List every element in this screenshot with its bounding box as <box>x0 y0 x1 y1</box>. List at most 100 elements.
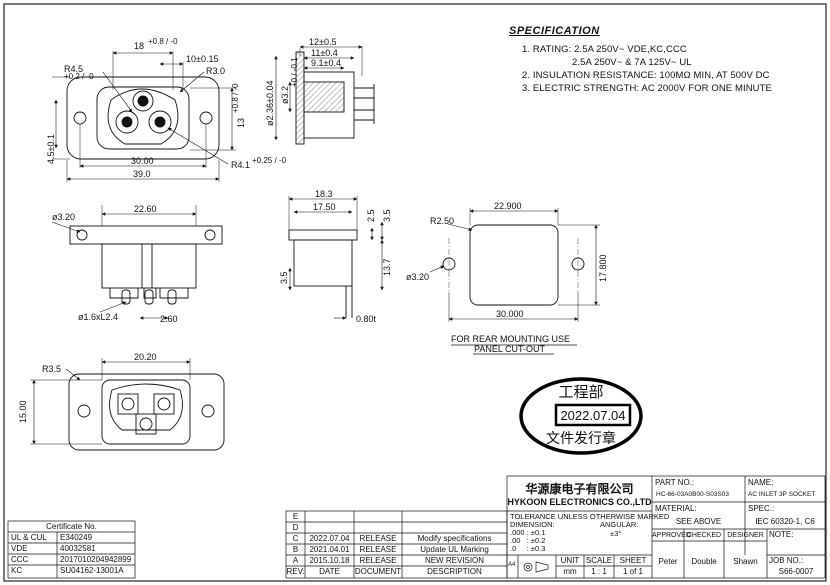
rear-face <box>109 383 183 431</box>
front-view <box>52 51 236 182</box>
spec-label: SPEC.: <box>748 504 775 513</box>
rev-date: 2022.07.04 <box>309 534 350 543</box>
cert-label: KC <box>11 566 23 575</box>
dim-front-r45: R4.5 <box>64 64 83 74</box>
angular-label: ANGULAR: <box>600 520 639 529</box>
dim-rear-r35: R3.5 <box>42 364 61 374</box>
bottom-side-dims: 18.3 17.50 2.5 3.5 13.7 3.5 0.80t <box>279 189 392 324</box>
rear-terminal-right <box>153 393 175 415</box>
pin-right <box>167 289 177 305</box>
cutout-outline <box>469 224 559 306</box>
contact-left-pin <box>121 116 133 128</box>
cert-label: UL & CUL <box>11 533 47 542</box>
rev-letter: B <box>292 545 299 554</box>
bottom-pins-base <box>109 288 189 299</box>
unit-label: UNIT <box>560 556 580 565</box>
dim-side-91: 9.1±0.4 <box>311 58 341 68</box>
title-block <box>506 475 826 579</box>
rev-date: 2015.10.18 <box>309 556 350 565</box>
pin-left <box>121 289 131 305</box>
contact-earth <box>132 90 154 112</box>
contact-earth-pin <box>137 95 149 107</box>
spec-line-4: 3. ELECTRIC STRENGTH: AC 2000V FOR ONE M… <box>522 83 772 94</box>
socket-face <box>107 88 179 145</box>
front-view-dims: 18 +0.8 / -0 10±0.15 R4.5 +0.2 / -0 R3.0… <box>46 37 287 179</box>
rear-body <box>101 379 191 445</box>
sheet-size: A4 <box>508 562 516 568</box>
panel-cutout <box>429 208 600 355</box>
dim-bside-137: 13.7 <box>382 258 392 276</box>
dim-front-r41-tol: +0.25 / -0 <box>252 156 287 165</box>
contact-right <box>148 110 172 134</box>
side-body-section <box>303 81 345 113</box>
rear-view-dims: 20.20 R3.5 15.00 <box>18 352 157 423</box>
socket-body-outline <box>96 86 190 150</box>
dim-bside-080: 0.80t <box>356 314 377 324</box>
note-label: NOTE: <box>769 530 794 539</box>
dim-cut-22900: 22.900 <box>494 201 522 211</box>
bottom-side-flange <box>288 229 358 241</box>
stamp-bottom: 文件发行章 <box>546 430 616 446</box>
rev-date: 2021.04.01 <box>309 545 350 554</box>
dim-side-32: ø3.2 <box>280 86 290 104</box>
cert-value: 2017010204942899 <box>60 555 132 564</box>
rear-hole-right <box>201 404 215 418</box>
dim-cut-320: ø3.20 <box>406 272 429 282</box>
approved-label: APPROVED <box>652 532 691 539</box>
bottom-front-dims: ø3.20 22.60 ø1.6xL2.4 2.60 <box>52 204 178 324</box>
part-no-value: HC-66-03A0B00-S03S03 <box>656 491 729 498</box>
spec-title: SPECIFICATION <box>509 25 600 37</box>
approved-value: Peter <box>658 557 678 566</box>
dim-bottom-320: ø3.20 <box>52 212 75 222</box>
rev-header-rev: REV. <box>286 567 305 576</box>
cutout-caption-2: PANEL CUT-OUT <box>474 344 546 354</box>
contact-left <box>115 110 139 134</box>
rev-letter: D <box>292 523 299 532</box>
bottom-hole-left <box>76 229 88 241</box>
job-no-label: JOB NO.: <box>769 556 804 565</box>
release-stamp: 工程部 2022.07.04 文件发行章 <box>519 377 643 455</box>
bottom-body <box>101 243 197 289</box>
rev-letter: C <box>292 534 299 543</box>
dim-cut-30000: 30.000 <box>496 309 524 319</box>
dim-rear-2020: 20.20 <box>134 352 157 362</box>
dim-front-10: 10±0.15 <box>186 54 218 64</box>
name-value: AC INLET 3P SOCKET <box>748 491 816 498</box>
rev-letter: A <box>292 556 299 565</box>
rev-document: RELEASE <box>359 556 397 565</box>
rear-hole-left <box>77 404 91 418</box>
dim-front-30: 30.00 <box>131 156 154 166</box>
front-flange-outline <box>66 76 220 160</box>
dim-side-236: ø2.36±0.04 <box>265 81 275 126</box>
cert-label: CCC <box>11 555 29 564</box>
dim-cut-17800: 17.800 <box>598 254 608 282</box>
rev-document: RELEASE <box>359 534 397 543</box>
dim-cut-r250: R2.50 <box>430 216 454 226</box>
stamp-date: 2022.07.04 <box>560 408 625 423</box>
unit-value: mm <box>563 567 577 576</box>
dim-bside-25: 2.5 <box>366 209 376 222</box>
bottom-side-body <box>293 239 353 287</box>
dim-bside-35b: 3.5 <box>279 271 289 284</box>
dim-side-12: 12±0.5 <box>309 37 336 47</box>
mount-hole-right <box>199 111 213 125</box>
dim-bside-35a: 3.5 <box>382 209 392 222</box>
spec-line-3: 2. INSULATION RESISTANCE: 100MΩ MIN, AT … <box>522 70 770 81</box>
rev-description: NEW REVISION <box>424 556 485 565</box>
rear-view <box>30 358 225 451</box>
angular-value: ±3° <box>610 529 622 538</box>
cutout-caption-1: FOR REAR MOUNTING USE <box>451 334 570 344</box>
dim-front-r41: R4.1 <box>231 160 250 170</box>
stamp-top: 工程部 <box>558 384 603 401</box>
dim-front-13: 13 <box>236 118 246 128</box>
company-name-en: HYKOON ELECTRONICS CO.,LTD <box>507 497 652 507</box>
stamp-date-box <box>554 403 632 427</box>
stamp-ellipse <box>519 377 643 455</box>
bottom-side-view <box>288 196 384 320</box>
rev-header-description: DESCRIPTION <box>427 567 482 576</box>
dim-front-13-tol: +0.8 / -0 <box>231 83 240 113</box>
checked-value: Double <box>691 557 717 566</box>
scale-value: 1 : 1 <box>591 567 607 576</box>
spec-line-2: 2.5A 250V~ & 7A 125V~ UL <box>572 57 692 68</box>
